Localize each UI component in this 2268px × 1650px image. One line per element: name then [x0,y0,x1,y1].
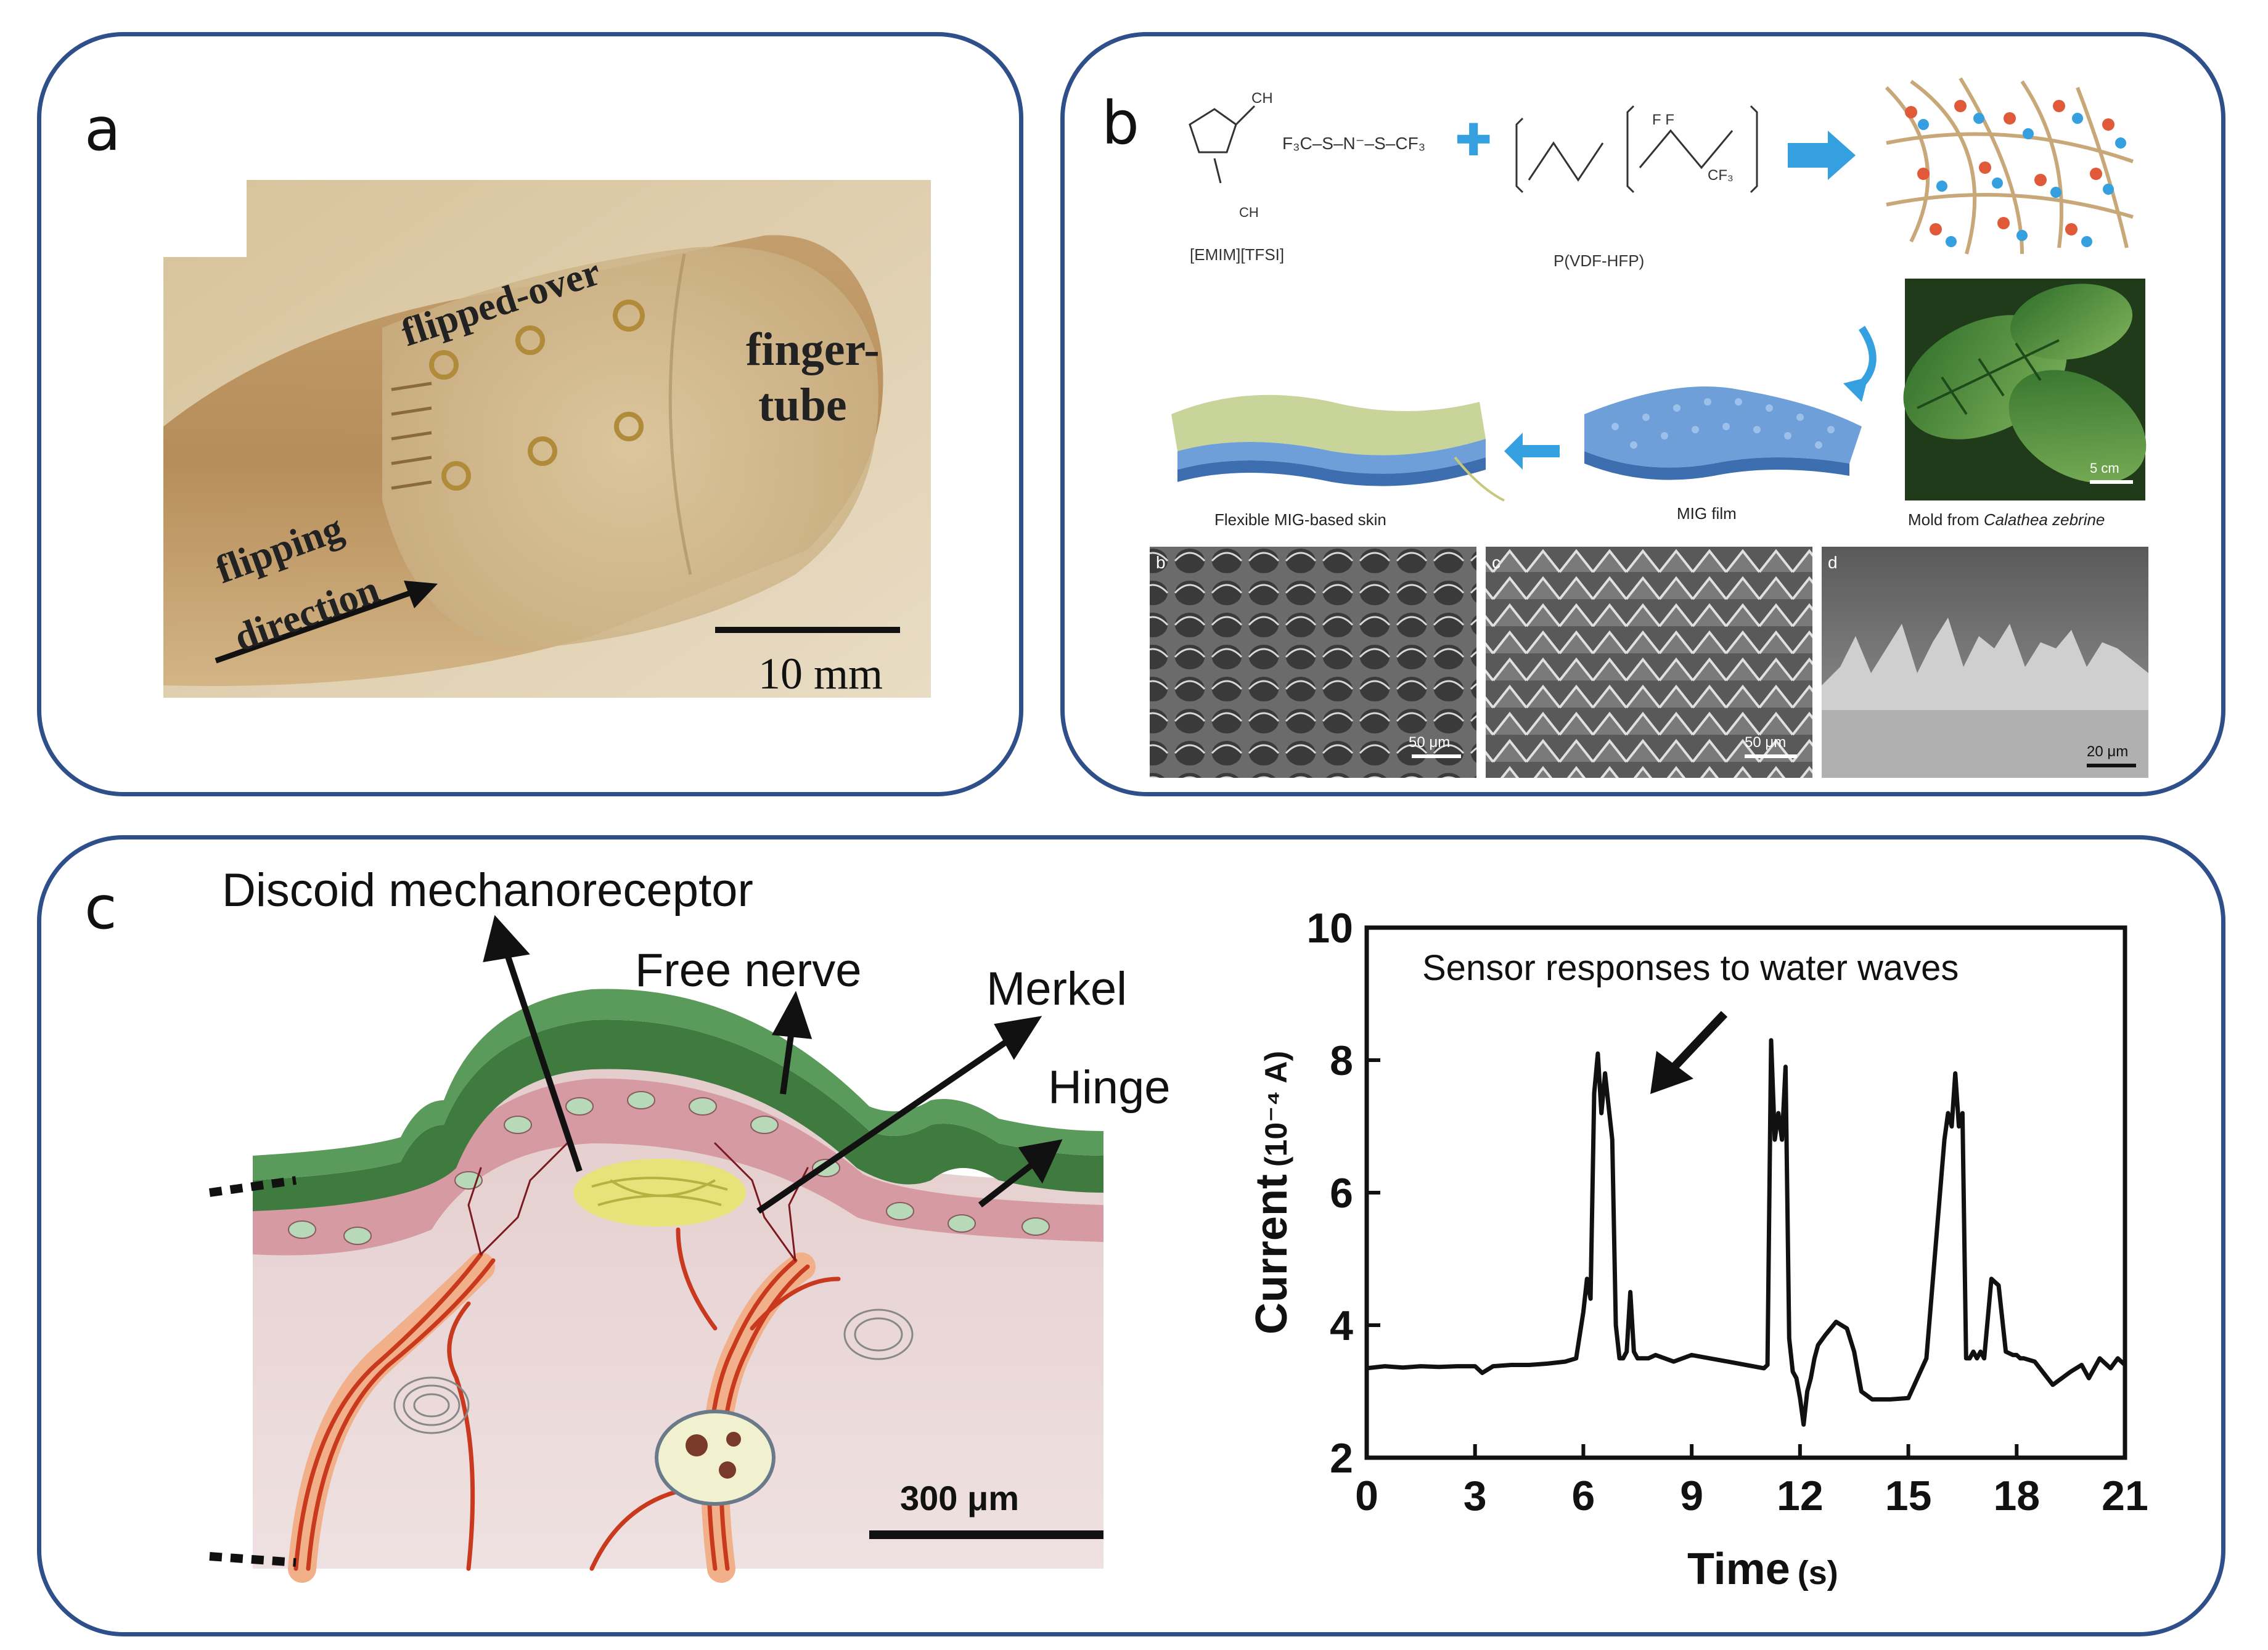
x-tick-label: 12 [1777,1472,1824,1519]
arrow-left-icon [1504,433,1560,470]
label-merkel: Merkel [986,963,1127,1015]
panel-a-label: a [84,95,121,164]
plus-icon: ✚ [1455,116,1492,165]
mold-scale-label: 5 cm [2090,460,2119,476]
x-tick-label: 15 [1885,1472,1932,1519]
skin-cross-section-diagram: 300 μm Discoid mechanoreceptor Free nerv… [209,864,1171,1583]
sem-image-c: c 50 μm [1486,547,1812,778]
pvdf-hfp-structure [1515,105,1758,194]
diagram-scale-label: 300 μm [900,1479,1019,1517]
label-finger: finger- [746,324,880,375]
scale-bar-label: 10 mm [758,649,883,698]
svg-text:50 μm: 50 μm [1745,734,1786,751]
mig-film-label: MIG film [1677,504,1737,523]
y-tick-label: 10 [1306,905,1353,952]
finger-tube-photo: flipped-over finger- tube flipping direc… [163,180,931,698]
y-tick-label: 8 [1330,1037,1353,1084]
svg-text:b: b [1156,553,1166,572]
svg-text:F F: F F [1652,112,1674,128]
annotation-arrow-icon [1650,1011,1728,1094]
panel-b: b CH [1060,32,2225,796]
calathea-leaf-photo: 5 cm [1903,279,2147,500]
x-tick-label: 9 [1680,1472,1703,1519]
skin-label: Flexible MIG-based skin [1214,510,1386,529]
mold-label: Mold from Calathea zebrine [1908,510,2105,529]
panel-a: a [37,32,1023,796]
emim-structure [1189,105,1256,184]
x-tick-label: 21 [2102,1472,2148,1519]
svg-text:c: c [1492,553,1500,572]
panel-b-label: b [1102,89,1139,158]
x-axis-label: Time(s) [1687,1545,1838,1594]
svg-text:CF₃: CF₃ [1708,167,1734,184]
x-tick-label: 18 [1993,1472,2040,1519]
label-discoid-mechanoreceptor: Discoid mechanoreceptor [222,864,753,917]
svg-text:50 μm: 50 μm [1409,734,1450,751]
svg-text:CH: CH [1251,90,1273,107]
polymer-network [1880,75,2139,260]
svg-text:d: d [1828,553,1838,572]
sem-image-b: b 50 μm [1150,547,1476,778]
label-tube: tube [758,379,847,431]
y-tick-label: 6 [1330,1170,1353,1217]
panel-c-label: c [84,873,117,942]
y-tick-label: 4 [1330,1302,1353,1349]
svg-text:F₃C–S–N⁻–S–CF₃: F₃C–S–N⁻–S–CF₃ [1282,134,1425,153]
svg-text:20 μm: 20 μm [2087,743,2128,760]
pvdf-hfp-label: P(VDF-HFP) [1554,251,1644,270]
x-tick-label: 6 [1572,1472,1595,1519]
mig-film-illustration [1584,386,1862,480]
mig-fabrication-figure: CH CH F₃C–S–N⁻–S–CF₃ [EMIM][TFSI] ✚ F F … [1150,75,2148,778]
label-hinge: Hinge [1048,1061,1171,1114]
emim-tfsi-label: [EMIM][TFSI] [1190,245,1284,264]
chart-annotation: Sensor responses to water waves [1422,948,1959,988]
y-tick-label: 2 [1330,1435,1353,1482]
label-free-nerve: Free nerve [635,944,862,997]
sem-image-d: d 20 μm [1822,547,2148,778]
y-axis-label: Current(10⁻⁴ A) [1247,1051,1296,1334]
x-tick-label: 0 [1355,1472,1378,1519]
panel-c: c [37,835,2225,1636]
arrow-right-icon [1788,131,1856,180]
mig-skin-illustration [1171,394,1505,502]
series-line [1366,1038,2127,1427]
x-tick-label: 3 [1464,1472,1487,1519]
svg-text:CH: CH [1239,205,1259,220]
plot-frame [1364,925,2127,1460]
